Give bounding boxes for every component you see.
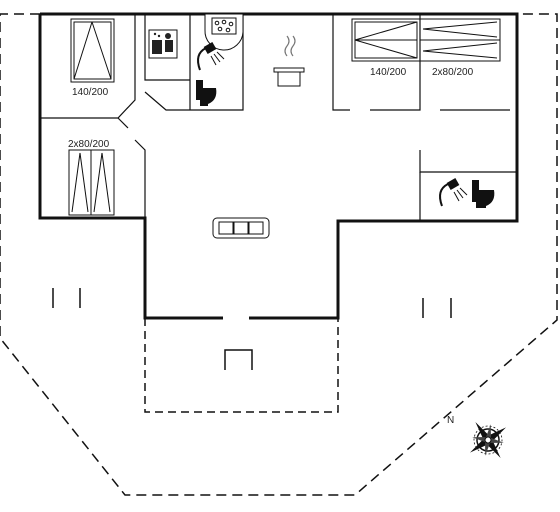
interior-walls (40, 14, 517, 221)
bed-icon (70, 18, 115, 83)
toilet-icon (472, 180, 495, 208)
door-openings (226, 315, 246, 321)
sofa-icon (212, 217, 270, 239)
kitchen-pot-icon (273, 35, 305, 87)
whirlpool-icon (204, 13, 244, 51)
toilet-icon (196, 80, 217, 106)
bed-icon (351, 18, 421, 62)
sauna-icon (148, 29, 178, 59)
bed-icon (68, 149, 115, 216)
garden-bench-right (422, 298, 452, 318)
shower-icon (439, 178, 468, 207)
exterior-walls (38, 12, 519, 320)
terrace-table (224, 349, 253, 370)
bed-label-left: 2x80/200 (68, 139, 110, 150)
bed-icon (419, 18, 501, 62)
covered-terrace-outline (144, 318, 339, 413)
shower-icon (197, 42, 225, 71)
garden-bench-left (52, 288, 81, 308)
bed-label-top-right-a: 140/200 (370, 67, 407, 78)
compass-north-label: N (447, 415, 454, 426)
compass-rose-icon (469, 421, 507, 459)
plot-boundary (0, 13, 558, 496)
bed-label-top-right-b: 2x80/200 (432, 67, 474, 78)
bed-label-top-left: 140/200 (72, 87, 109, 98)
